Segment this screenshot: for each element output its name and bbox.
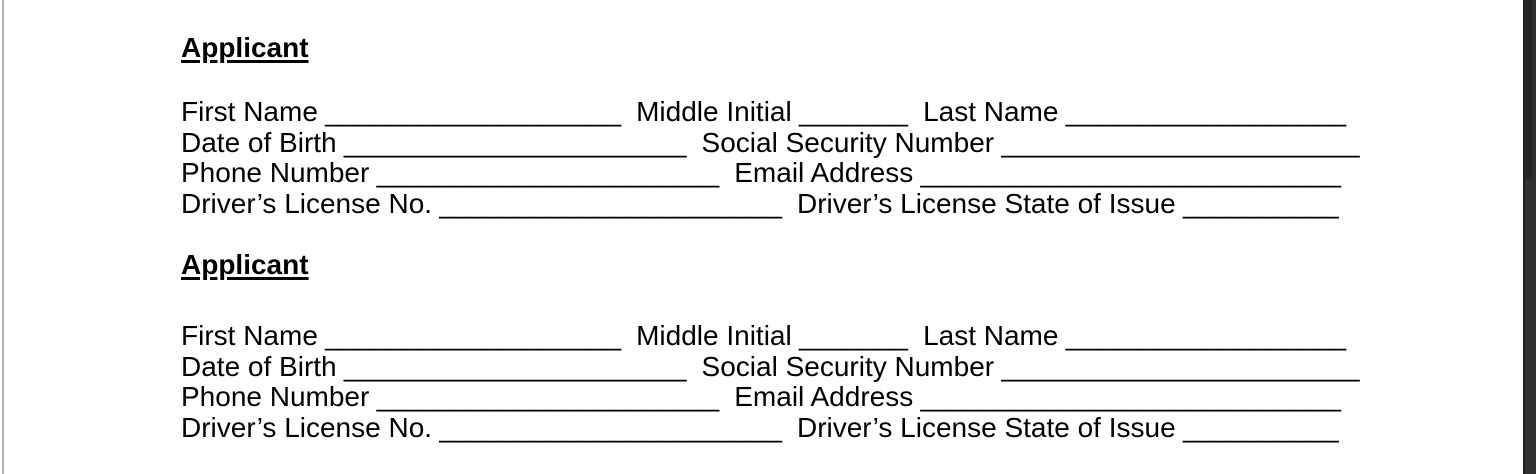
applicant-form-2: First Name___________________ Middle Ini… bbox=[181, 320, 1360, 444]
last-name-blank-line: __________________ bbox=[1065, 320, 1347, 351]
form-row-name: First Name___________________ Middle Ini… bbox=[181, 320, 1360, 352]
middle-initial-blank-line: _______ bbox=[799, 96, 909, 127]
phone-number-blank-line: ______________________ bbox=[376, 157, 720, 188]
applicant-heading-1: Applicant bbox=[181, 32, 309, 63]
form-row-phone-email: Phone Number______________________ Email… bbox=[181, 381, 1360, 413]
drivers-license-state-blank-line: __________ bbox=[1182, 187, 1339, 219]
date-of-birth-blank-line: ______________________ bbox=[343, 126, 687, 158]
page-left-edge bbox=[2, 0, 4, 474]
last-name-blank-line: __________________ bbox=[1065, 96, 1347, 127]
drivers-license-no-blank-line: ______________________ bbox=[439, 411, 782, 443]
first-name-label: First Name bbox=[181, 96, 318, 127]
email-address-blank-line: ___________________________ bbox=[920, 381, 1341, 412]
middle-initial-label: Middle Initial bbox=[636, 320, 792, 351]
form-row-name: First Name___________________ Middle Ini… bbox=[181, 96, 1360, 128]
ssn-blank-line: _______________________ bbox=[1001, 350, 1360, 382]
scrollbar-thumb[interactable] bbox=[1526, 0, 1532, 180]
drivers-license-no-blank-line: ______________________ bbox=[439, 187, 782, 219]
drivers-license-no-label: Driver’s License No. bbox=[181, 411, 433, 443]
middle-initial-blank-line: _______ bbox=[799, 320, 909, 351]
form-row-phone-email: Phone Number______________________ Email… bbox=[181, 157, 1360, 189]
drivers-license-state-label: Driver’s License State of Issue bbox=[796, 411, 1176, 443]
applicant-form-1: First Name___________________ Middle Ini… bbox=[181, 96, 1360, 220]
form-row-license: Driver’s License No.____________________… bbox=[181, 411, 1360, 444]
last-name-label: Last Name bbox=[923, 96, 1059, 127]
drivers-license-state-label: Driver’s License State of Issue bbox=[796, 187, 1176, 219]
date-of-birth-label: Date of Birth bbox=[181, 350, 337, 382]
ssn-blank-line: _______________________ bbox=[1001, 126, 1360, 158]
email-address-blank-line: ___________________________ bbox=[920, 157, 1341, 188]
first-name-label: First Name bbox=[181, 320, 318, 351]
last-name-label: Last Name bbox=[923, 320, 1059, 351]
first-name-blank-line: ___________________ bbox=[325, 320, 622, 351]
email-address-label: Email Address bbox=[734, 157, 914, 188]
form-row-license: Driver’s License No.____________________… bbox=[181, 187, 1360, 220]
form-row-dob-ssn: Date of Birth______________________ Soci… bbox=[181, 126, 1360, 159]
form-row-dob-ssn: Date of Birth______________________ Soci… bbox=[181, 350, 1360, 383]
first-name-blank-line: ___________________ bbox=[325, 96, 622, 127]
phone-number-blank-line: ______________________ bbox=[376, 381, 720, 412]
middle-initial-label: Middle Initial bbox=[636, 96, 792, 127]
scrollbar-track[interactable] bbox=[1523, 0, 1536, 474]
ssn-label: Social Security Number bbox=[701, 126, 995, 158]
ssn-label: Social Security Number bbox=[701, 350, 995, 382]
applicant-heading-2: Applicant bbox=[181, 249, 309, 280]
drivers-license-no-label: Driver’s License No. bbox=[181, 187, 433, 219]
phone-number-label: Phone Number bbox=[181, 157, 370, 188]
date-of-birth-label: Date of Birth bbox=[181, 126, 337, 158]
drivers-license-state-blank-line: __________ bbox=[1182, 411, 1339, 443]
email-address-label: Email Address bbox=[734, 381, 914, 412]
phone-number-label: Phone Number bbox=[181, 381, 370, 412]
date-of-birth-blank-line: ______________________ bbox=[343, 350, 687, 382]
